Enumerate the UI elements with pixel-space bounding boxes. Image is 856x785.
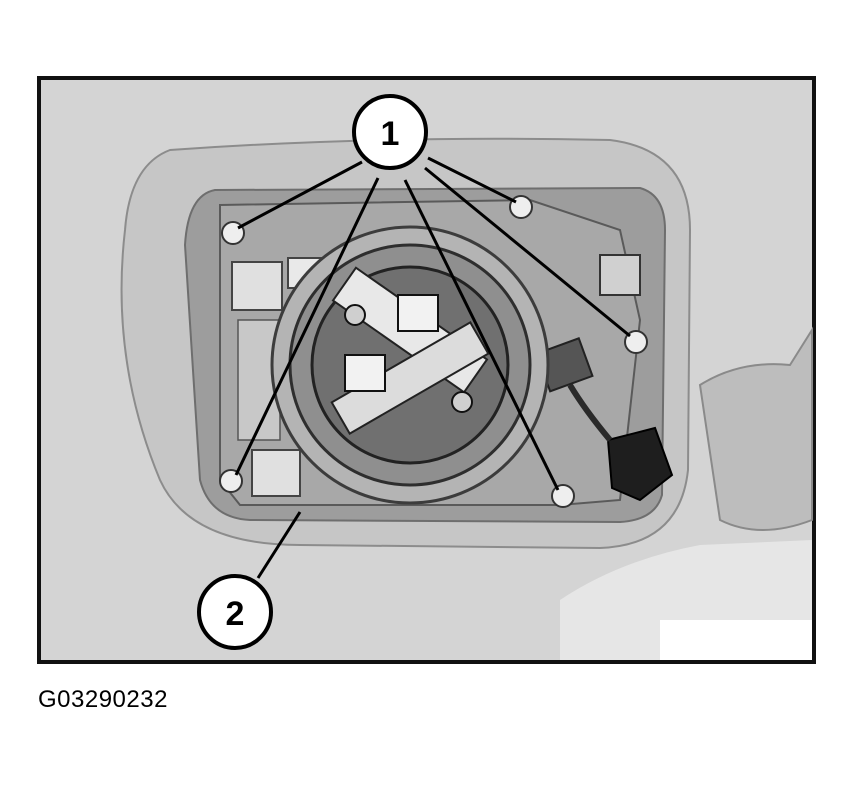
leader-1-right	[424, 166, 631, 338]
connector-block-bottom-left	[251, 449, 301, 497]
leader-2	[256, 511, 302, 579]
callout-1-leaders	[234, 156, 631, 491]
leader-1-top-right	[427, 156, 517, 204]
mirror-arm	[698, 326, 813, 531]
leader-1-top-left	[237, 160, 363, 230]
connector-right	[599, 254, 641, 296]
leader-1-bottom-left	[234, 177, 380, 476]
motor-chip-1	[344, 354, 386, 392]
figure-id: G03290232	[38, 686, 168, 713]
callout-2-circle	[197, 574, 273, 650]
motor-pivot-2	[451, 391, 473, 413]
leader-1-bottom-right	[403, 179, 560, 491]
wire-plug	[606, 426, 674, 502]
callout-1: 1	[352, 94, 428, 170]
callout-2: 2	[197, 574, 273, 650]
connector-block-top-left	[231, 261, 283, 311]
wire-lead	[567, 383, 613, 442]
callout-2-label: 2	[226, 595, 245, 633]
callout-1-label: 1	[381, 115, 400, 153]
screws	[219, 195, 648, 508]
white-corner-patch	[660, 620, 812, 660]
screw-bottom-left	[219, 469, 243, 493]
motor-chip-2	[397, 294, 439, 332]
screw-right	[624, 330, 648, 354]
screw-bottom-right	[551, 484, 575, 508]
motor-pivot-1	[344, 304, 366, 326]
callout-1-circle	[352, 94, 428, 170]
motor-bracket-b	[330, 321, 490, 435]
